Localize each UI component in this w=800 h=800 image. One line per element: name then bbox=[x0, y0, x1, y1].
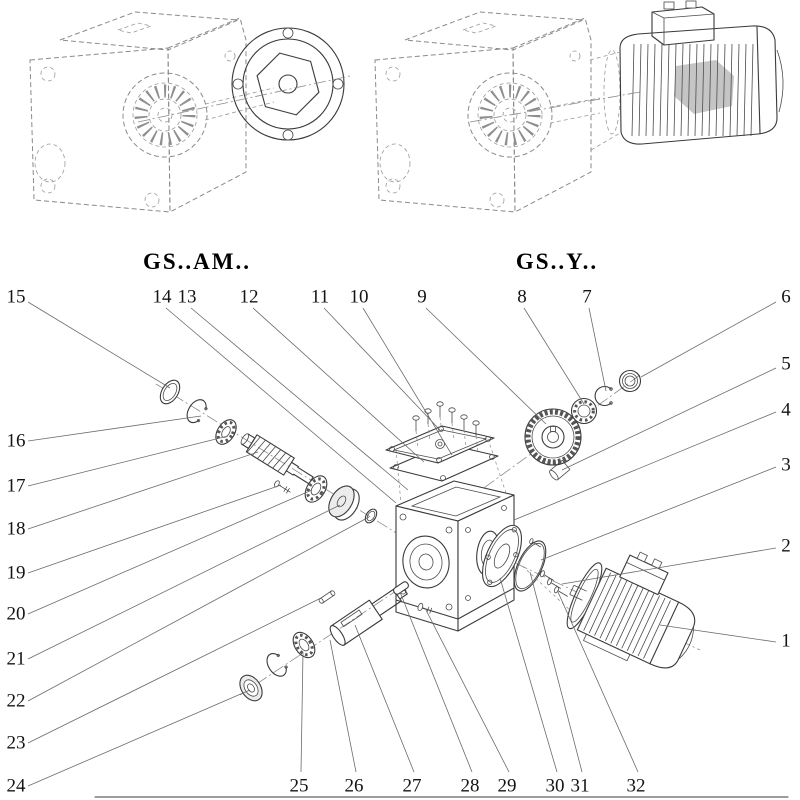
variant-left-drawing bbox=[30, 12, 345, 212]
callout-27: 27 bbox=[402, 775, 422, 797]
callout-7: 7 bbox=[582, 286, 592, 308]
callout-22: 22 bbox=[6, 690, 26, 712]
leader-lines bbox=[27, 301, 777, 787]
output-snap-ring bbox=[266, 653, 288, 677]
callout-31: 31 bbox=[570, 775, 590, 797]
gear-seal-ring bbox=[618, 369, 642, 393]
callout-19: 19 bbox=[6, 562, 26, 584]
callout-16: 16 bbox=[6, 430, 26, 452]
variant-label-right: GS..Y.. bbox=[515, 249, 599, 274]
gear-bearing bbox=[570, 397, 598, 425]
input-seal bbox=[159, 379, 181, 405]
output-gear bbox=[524, 408, 582, 466]
exploded-view bbox=[27, 75, 777, 787]
callout-24: 24 bbox=[6, 775, 26, 797]
callout-11: 11 bbox=[310, 286, 330, 308]
input-snap-ring bbox=[186, 399, 208, 424]
callout-10: 10 bbox=[349, 286, 369, 308]
output-bearing bbox=[292, 631, 316, 659]
callout-12: 12 bbox=[239, 286, 259, 308]
callout-5: 5 bbox=[781, 353, 791, 375]
set-screw bbox=[274, 480, 291, 494]
cover-bolts bbox=[395, 401, 507, 505]
callout-8: 8 bbox=[517, 286, 527, 308]
callout-23: 23 bbox=[6, 732, 26, 754]
callout-4: 4 bbox=[781, 399, 791, 421]
callout-13: 13 bbox=[177, 286, 197, 308]
motor-top bbox=[589, 0, 784, 151]
callout-18: 18 bbox=[6, 518, 26, 540]
callout-30: 30 bbox=[545, 775, 565, 797]
motor-bolts bbox=[517, 538, 573, 613]
callout-3: 3 bbox=[781, 454, 791, 476]
output-shaft bbox=[329, 585, 408, 646]
callout-32: 32 bbox=[626, 775, 646, 797]
worm-wheel-washer bbox=[328, 485, 360, 521]
callout-20: 20 bbox=[6, 603, 26, 625]
shaft-key bbox=[393, 581, 409, 595]
callout-15: 15 bbox=[6, 286, 26, 308]
input-bearing-rear bbox=[304, 475, 328, 503]
callout-26: 26 bbox=[344, 775, 364, 797]
callout-17: 17 bbox=[6, 475, 26, 497]
dowel-pin bbox=[318, 590, 336, 604]
callout-21: 21 bbox=[6, 648, 26, 670]
callout-2: 2 bbox=[781, 535, 791, 557]
variant-label-left: GS..AM.. bbox=[143, 249, 251, 274]
callout-29: 29 bbox=[497, 775, 517, 797]
large-o-ring bbox=[513, 540, 547, 592]
callout-28: 28 bbox=[460, 775, 480, 797]
gear-snap-ring bbox=[594, 385, 613, 407]
callout-1: 1 bbox=[781, 630, 791, 652]
callout-25: 25 bbox=[289, 775, 309, 797]
housing-cover bbox=[385, 425, 499, 482]
callout-9: 9 bbox=[417, 286, 427, 308]
output-flange bbox=[231, 27, 345, 141]
callout-6: 6 bbox=[781, 286, 791, 308]
variant-right-drawing bbox=[375, 0, 784, 212]
motor-bottom bbox=[566, 551, 696, 669]
bearing-cover bbox=[481, 524, 523, 588]
callout-14: 14 bbox=[152, 286, 172, 308]
o-ring-small bbox=[364, 508, 378, 524]
output-washer bbox=[239, 674, 263, 702]
input-pinion bbox=[549, 459, 571, 481]
